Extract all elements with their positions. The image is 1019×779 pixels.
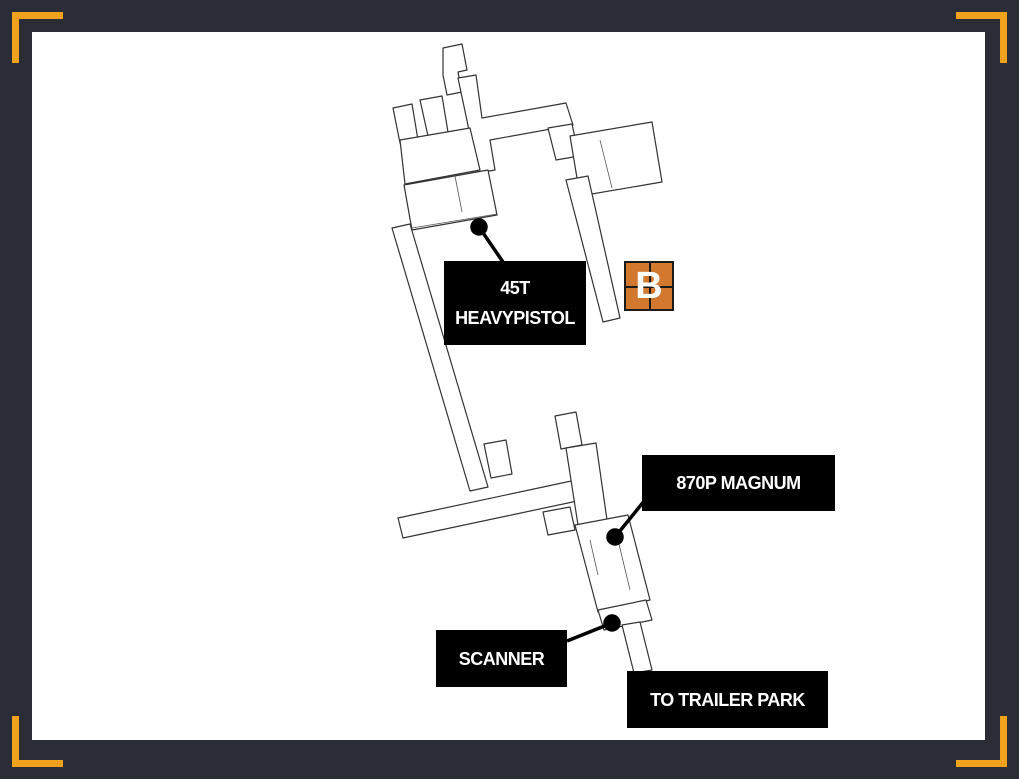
label-scanner: SCANNER [436, 630, 567, 687]
label-trailer-park: TO TRAILER PARK [627, 671, 828, 728]
corner-bracket-top-left [12, 12, 63, 63]
corner-bracket-bottom-left [12, 716, 63, 767]
room-top-left-b [419, 95, 449, 137]
corridor-exit [621, 621, 653, 674]
corridor-long-diagonal [391, 223, 489, 492]
pin-magnum [606, 528, 624, 546]
corridor-right-vertical [565, 175, 621, 323]
room-right-annex [569, 121, 663, 197]
room-bottom-block [574, 514, 651, 613]
room-lower-c [542, 506, 576, 536]
label-magnum: 870P MAGNUM [642, 455, 835, 511]
pin-scanner [603, 614, 621, 632]
label-heavy-pistol-line1: 45T [500, 278, 530, 298]
label-heavy-pistol: 45T HEAVYPISTOL [444, 261, 586, 345]
room-lower-a [483, 439, 513, 479]
label-heavy-pistol-line2: HEAVYPISTOL [455, 308, 575, 328]
corridor-lower-vertical [565, 442, 608, 526]
room-mid-left [403, 169, 498, 231]
corner-bracket-top-right [956, 12, 1007, 63]
extraction-point-marker: B [624, 261, 674, 311]
room-lower-b [554, 411, 583, 450]
marker-letter: B [635, 264, 663, 307]
pin-heavy-pistol [470, 218, 488, 236]
marker-cross-horizontal [626, 286, 672, 288]
map-canvas [32, 32, 985, 740]
room-top-left-block [399, 127, 481, 185]
corner-bracket-bottom-right [956, 716, 1007, 767]
